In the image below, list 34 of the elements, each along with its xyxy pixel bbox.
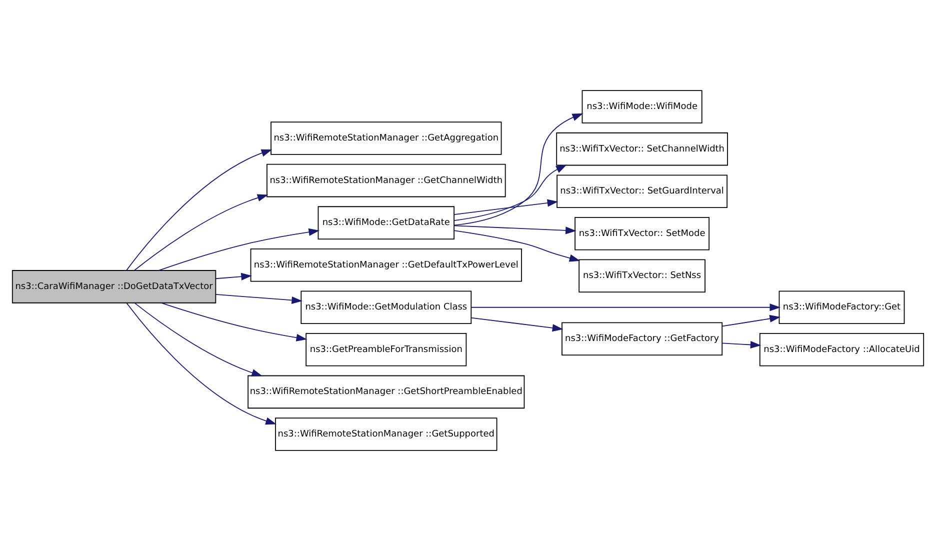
arrow <box>470 317 564 332</box>
arrow <box>134 194 268 271</box>
node-box: ns3::WifiTxVector:: SetMode <box>574 216 710 250</box>
arrow <box>216 294 302 304</box>
node-box: ns3::WifiRemoteStationManager ::GetDefaultTxPowerLevel <box>250 248 522 282</box>
arrow <box>126 302 276 425</box>
node-box: ns3::WifiModeFactory::Get <box>778 290 905 324</box>
node-box: ns3::WifiMode::WifiMode <box>582 90 702 124</box>
arrow <box>722 314 780 327</box>
node-box: ns3::WifiRemoteStationManager ::GetChannelWidth <box>266 164 506 198</box>
arrow <box>216 272 252 280</box>
node-box: ns3::GetPreambleForTransmission <box>306 333 467 366</box>
node-box: ns3::CaraWifiManager ::DoGetDataTxVector <box>12 270 216 304</box>
arrow <box>722 340 762 348</box>
arrow <box>158 228 320 271</box>
arrow <box>454 225 576 234</box>
arrow <box>454 230 580 262</box>
node-box: ns3::WifiModeFactory ::GetFactory <box>562 322 723 356</box>
node-box: ns3::WifiRemoteStationManager ::GetAggregation <box>270 122 502 155</box>
arrow <box>470 304 781 312</box>
node-box: ns3::WifiMode::GetModulation Class <box>300 290 472 324</box>
arrow <box>160 302 308 342</box>
arrow <box>454 164 567 221</box>
node-box: ns3::WifiRemoteStationManager ::GetShortPreambleEnabled <box>248 375 525 409</box>
arrow <box>454 199 558 215</box>
arrow <box>134 302 263 376</box>
arrow <box>126 149 272 271</box>
node-box: ns3::WifiTxVector:: SetNss <box>578 259 706 293</box>
node-box: ns3::WifiRemoteStationManager ::GetSupported <box>275 418 498 451</box>
node-box: ns3::WifiTxVector:: SetChannelWidth <box>556 132 728 166</box>
node-box: ns3::WifiTxVector:: SetGuardInterval <box>556 174 728 208</box>
arrow <box>454 113 584 226</box>
node-box: ns3::WifiMode::GetDataRate <box>318 206 454 240</box>
node-box: ns3::WifiModeFactory ::AllocateUid <box>759 333 924 366</box>
